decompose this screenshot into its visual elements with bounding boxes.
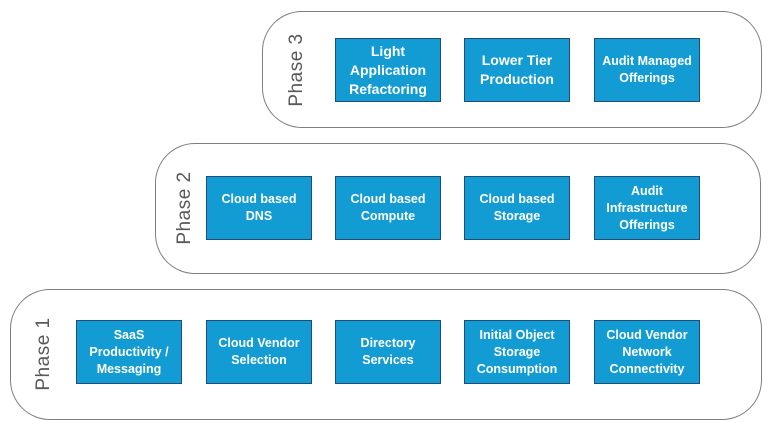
cloud-based-compute-box: Cloud based Compute: [335, 176, 441, 240]
lower-tier-production-box: Lower Tier Production: [464, 38, 570, 102]
cloud-vendor-network-connectivity-box: Cloud Vendor Network Connectivity: [594, 320, 700, 384]
phase-3-label: Phase 3: [286, 33, 307, 107]
audit-infrastructure-offerings-box: Audit Infrastructure Offerings: [594, 176, 700, 240]
audit-managed-offerings-box: Audit Managed Offerings: [594, 38, 700, 102]
light-application-refactoring-box: Light Application Refactoring: [335, 38, 441, 102]
cloud-vendor-selection-box: Cloud Vendor Selection: [206, 320, 312, 384]
phase-1-label: Phase 1: [33, 317, 54, 391]
cloud-based-dns-box: Cloud based DNS: [206, 176, 312, 240]
phase-2-label: Phase 2: [174, 171, 195, 245]
cloud-based-storage-box: Cloud based Storage: [464, 176, 570, 240]
saas-productivity-messaging-box: SaaS Productivity / Messaging: [76, 320, 182, 384]
initial-object-storage-consumption-box: Initial Object Storage Consumption: [464, 320, 570, 384]
directory-services-box: Directory Services: [335, 320, 441, 384]
